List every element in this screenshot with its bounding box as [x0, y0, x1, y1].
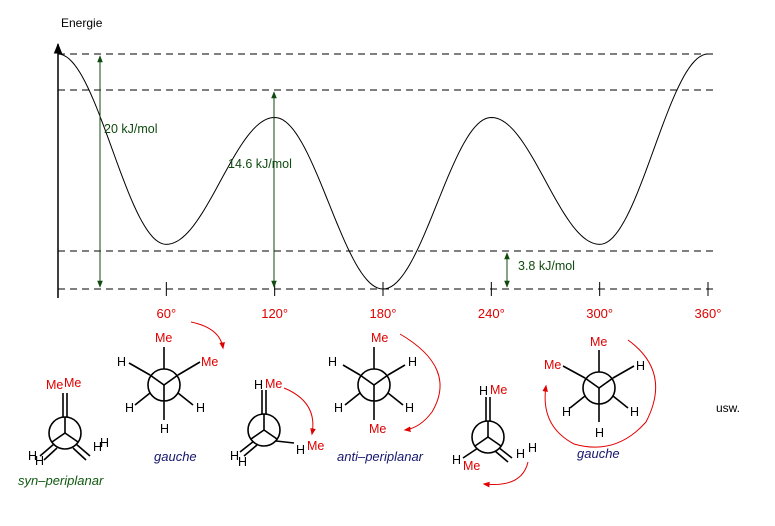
- svg-text:H: H: [100, 436, 109, 450]
- svg-text:H: H: [408, 355, 417, 369]
- svg-text:H: H: [230, 449, 239, 463]
- conformation-label-anti-periplanar: anti–periplanar: [337, 449, 424, 464]
- svg-text:H: H: [528, 441, 537, 455]
- svg-text:H: H: [125, 401, 134, 415]
- svg-text:Me: Me: [544, 358, 561, 372]
- svg-text:Me: Me: [371, 331, 388, 345]
- svg-text:Me: Me: [490, 383, 507, 397]
- svg-text:H: H: [452, 453, 461, 467]
- etc-label: usw.: [716, 401, 740, 415]
- newman-gauche-60: Me Me H H H H: [117, 321, 225, 436]
- svg-text:H: H: [296, 443, 305, 457]
- conformation-label-gauche-1: gauche: [154, 449, 197, 464]
- x-ticks: 60° 120° 180° 240° 300° 360°: [156, 282, 721, 321]
- svg-text:H: H: [160, 422, 169, 436]
- svg-text:Me: Me: [369, 422, 386, 436]
- conformation-label-gauche-2: gauche: [577, 446, 620, 461]
- energy-curve: [57, 53, 709, 290]
- svg-text:Me: Me: [201, 355, 218, 369]
- rotation-arrow-5: [542, 339, 657, 448]
- rotation-arrow-3: [399, 333, 441, 433]
- x-tick-label: 120°: [261, 306, 288, 321]
- svg-text:H: H: [516, 447, 525, 461]
- svg-text:H: H: [117, 355, 126, 369]
- x-tick-label: 360°: [695, 306, 722, 321]
- newman-gauche-300: Me Me H H H H: [542, 335, 657, 448]
- x-tick-label: 300°: [586, 306, 613, 321]
- x-tick-label: 180°: [370, 306, 397, 321]
- rotation-arrow-4: [482, 461, 529, 488]
- newman-anti-periplanar: Me H H H H Me: [328, 331, 441, 436]
- svg-text:H: H: [334, 401, 343, 415]
- x-tick-label: 240°: [478, 306, 505, 321]
- newman-eclipsed-240: H Me H Me H H: [452, 383, 537, 488]
- svg-text:Me: Me: [590, 335, 607, 349]
- svg-text:H: H: [196, 401, 205, 415]
- svg-text:H: H: [595, 426, 604, 440]
- svg-text:H: H: [254, 378, 263, 392]
- energy-label-3-8: 3.8 kJ/mol: [518, 259, 575, 273]
- svg-text:H: H: [405, 401, 414, 415]
- svg-text:H: H: [35, 454, 44, 468]
- syn-me-back: Me: [64, 376, 81, 390]
- conformation-label-syn-periplanar: syn–periplanar: [18, 473, 104, 488]
- rotation-arrow-2: [283, 387, 316, 436]
- svg-text:Me: Me: [265, 377, 282, 391]
- newman-eclipsed-120: H Me H H H Me: [230, 377, 324, 469]
- svg-text:H: H: [636, 359, 645, 373]
- syn-me-front: Me: [46, 378, 63, 392]
- svg-text:Me: Me: [463, 459, 480, 473]
- svg-text:H: H: [479, 384, 488, 398]
- energy-label-14-6: 14.6 kJ/mol: [228, 157, 292, 171]
- rotation-arrow-1: [190, 321, 225, 350]
- y-axis-label: Energie: [61, 16, 103, 30]
- energy-label-20: 20 kJ/mol: [104, 122, 158, 136]
- svg-text:Me: Me: [307, 439, 324, 453]
- svg-text:Me: Me: [155, 331, 172, 345]
- x-tick-label: 60°: [156, 306, 176, 321]
- svg-text:H: H: [238, 455, 247, 469]
- svg-text:H: H: [328, 355, 337, 369]
- svg-text:H: H: [93, 440, 102, 454]
- svg-text:H: H: [630, 405, 639, 419]
- svg-text:H: H: [562, 405, 571, 419]
- newman-syn-periplanar: Me Me H H H H: [28, 376, 109, 468]
- svg-text:H: H: [28, 449, 37, 463]
